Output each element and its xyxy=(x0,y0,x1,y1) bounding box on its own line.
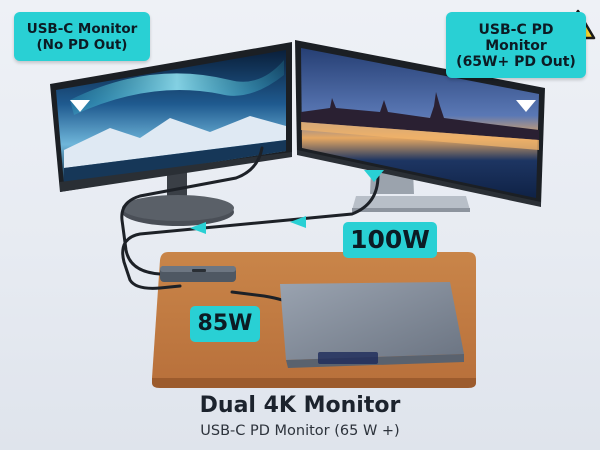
caption-title: Dual 4K Monitor xyxy=(199,393,401,418)
pd-monitor-callout: USB-C PD Monitor (65W+ PD Out) xyxy=(446,12,586,79)
caption-subtitle: USB-C PD Monitor (65 W +) xyxy=(200,423,400,439)
no-pd-monitor-callout: USB-C Monitor (No PD Out) xyxy=(14,12,150,62)
arrow-down-icon xyxy=(516,100,536,112)
power-label-85w: 85W xyxy=(190,306,260,342)
usb-c-cables xyxy=(120,146,380,302)
callout-line: USB-C PD xyxy=(478,22,554,38)
callout-line: (No PD Out) xyxy=(36,36,128,53)
cable-arrow-icon xyxy=(290,216,306,228)
arrow-down-icon xyxy=(70,100,90,112)
callout-line: USB-C Monitor xyxy=(26,21,138,37)
callout-line: Monitor xyxy=(485,38,547,55)
callout-line: (65W+ PD Out) xyxy=(456,54,576,71)
usb-c-hub xyxy=(160,266,236,282)
cable-arrow-icon xyxy=(364,170,384,182)
left-monitor xyxy=(50,42,292,192)
power-label-100w: 100W xyxy=(343,222,437,258)
right-monitor xyxy=(295,40,545,207)
cable-arrow-icon xyxy=(190,222,206,234)
laptop xyxy=(280,282,464,368)
